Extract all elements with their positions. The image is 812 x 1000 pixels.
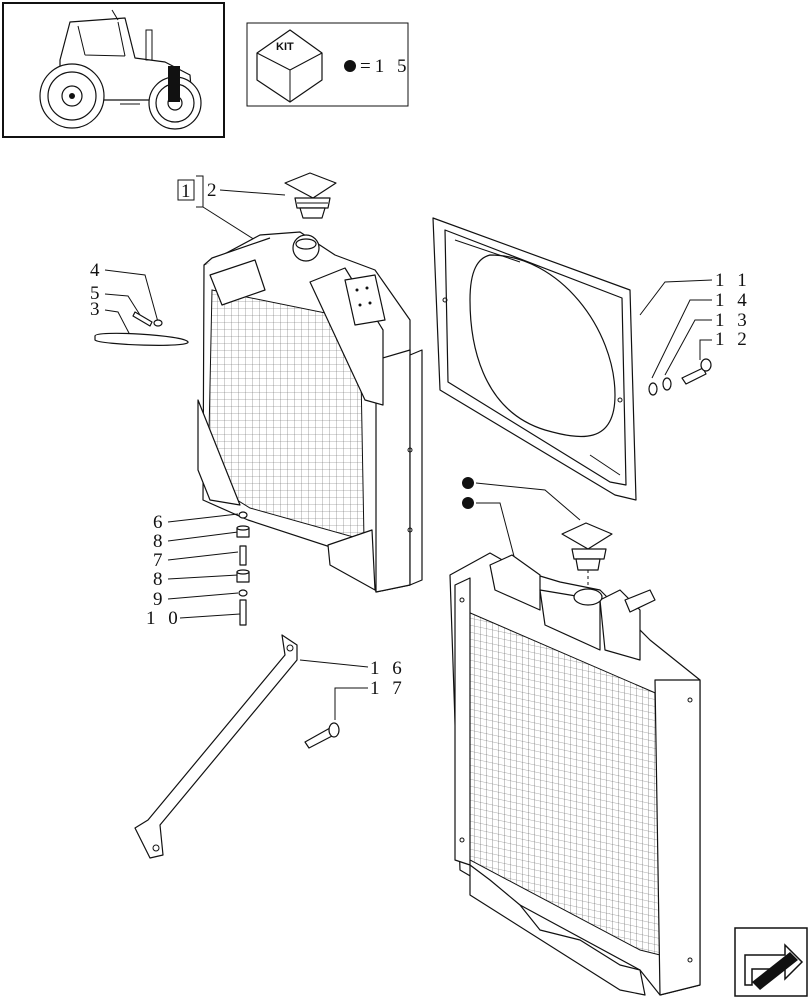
callout-10: 1 0: [146, 608, 182, 629]
support-bar-16: [134, 634, 298, 859]
washer-14: [648, 382, 658, 396]
callout-3: 3: [90, 299, 104, 320]
washer-13: [662, 377, 672, 391]
callout-4: 4: [90, 260, 104, 281]
radiator-lower: [449, 552, 701, 996]
callout-16: 1 6: [370, 658, 406, 679]
next-page-arrow-icon[interactable]: [734, 927, 808, 997]
callout-7: 7: [153, 550, 167, 571]
kit-bullet-2: [462, 497, 474, 509]
callout-17: 1 7: [370, 678, 406, 699]
tractor-thumbnail-icon[interactable]: [2, 2, 225, 138]
callout-11: 1 1: [715, 270, 751, 291]
bracket-3: [94, 332, 189, 346]
kit-cube-icon: [256, 29, 323, 103]
bolt-12: [681, 367, 707, 385]
radiator-upper: [197, 231, 423, 593]
callout-5: 5: [90, 283, 104, 304]
ref-box-label: 1: [181, 181, 195, 202]
callout-8a: 8: [153, 531, 167, 552]
bolt-5: [132, 311, 153, 327]
radiator-cap-lower: [561, 522, 613, 588]
kit-bullet-1: [462, 477, 474, 489]
callout-2: 2: [207, 180, 221, 201]
callout-14: 1 4: [715, 290, 751, 311]
callout-13: 1 3: [715, 310, 751, 331]
callout-6: 6: [153, 512, 167, 533]
kit-label: KIT: [276, 41, 294, 53]
kit-legend: KIT =1 5: [246, 22, 410, 107]
callout-8b: 8: [153, 569, 167, 590]
callout-9: 9: [153, 589, 167, 610]
radiator-cap-top: [284, 172, 337, 219]
kit-quantity-note: =1 5: [360, 56, 410, 77]
kit-bullet-icon: [344, 60, 356, 72]
fan-shroud: [432, 217, 637, 501]
ref-callout-1: 1: [177, 175, 256, 241]
callout-12: 1 2: [715, 329, 751, 350]
washer-4: [153, 319, 163, 327]
